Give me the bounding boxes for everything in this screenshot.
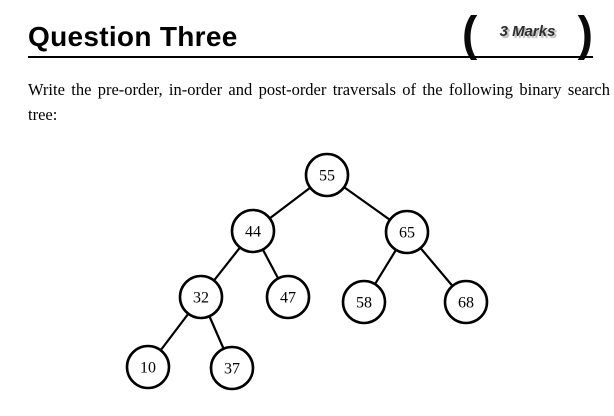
marks-label: 3 Marks xyxy=(499,23,556,40)
tree-node: 44 xyxy=(230,208,276,254)
tree-node: 58 xyxy=(341,279,387,325)
tree-node-circle xyxy=(384,209,430,255)
question-text-line-2: tree: xyxy=(28,105,58,124)
tree-node-value: 44 xyxy=(245,224,261,241)
tree-node: 65 xyxy=(384,209,430,255)
tree-node-value: 32 xyxy=(193,290,209,307)
tree-node-circle xyxy=(443,279,489,325)
tree-node: 37 xyxy=(209,345,255,391)
tree-node-value: 58 xyxy=(356,295,372,312)
tree-node-value: 10 xyxy=(140,360,156,377)
tree-node-value: 37 xyxy=(224,361,240,378)
question-text: Write the pre-order, in-order and post-o… xyxy=(28,77,610,127)
marks-badge: ( 3 Marks ) xyxy=(462,5,593,61)
tree-node-value: 65 xyxy=(399,225,415,242)
tree-node: 10 xyxy=(125,344,171,390)
tree-node-circle xyxy=(125,344,171,390)
tree-node-circle xyxy=(209,345,255,391)
tree-node-circle xyxy=(304,152,350,198)
tree-node: 68 xyxy=(443,279,489,325)
tree-node-circle xyxy=(230,208,276,254)
tree-node-value: 55 xyxy=(319,168,335,185)
question-title: Question Three xyxy=(28,21,238,52)
tree-node: 32 xyxy=(178,274,224,320)
tree-node: 47 xyxy=(265,274,311,320)
right-bracket-icon: ) xyxy=(577,5,593,61)
tree-node: 55 xyxy=(304,152,350,198)
tree-node-circle xyxy=(341,279,387,325)
tree-node-value: 47 xyxy=(280,290,296,307)
tree-node-circle xyxy=(178,274,224,320)
left-bracket-icon: ( xyxy=(462,5,478,61)
tree-node-circle xyxy=(265,274,311,320)
header-rule xyxy=(28,56,593,58)
question-text-line-1: Write the pre-order, in-order and post-o… xyxy=(28,80,610,99)
tree-node-value: 68 xyxy=(458,295,474,312)
